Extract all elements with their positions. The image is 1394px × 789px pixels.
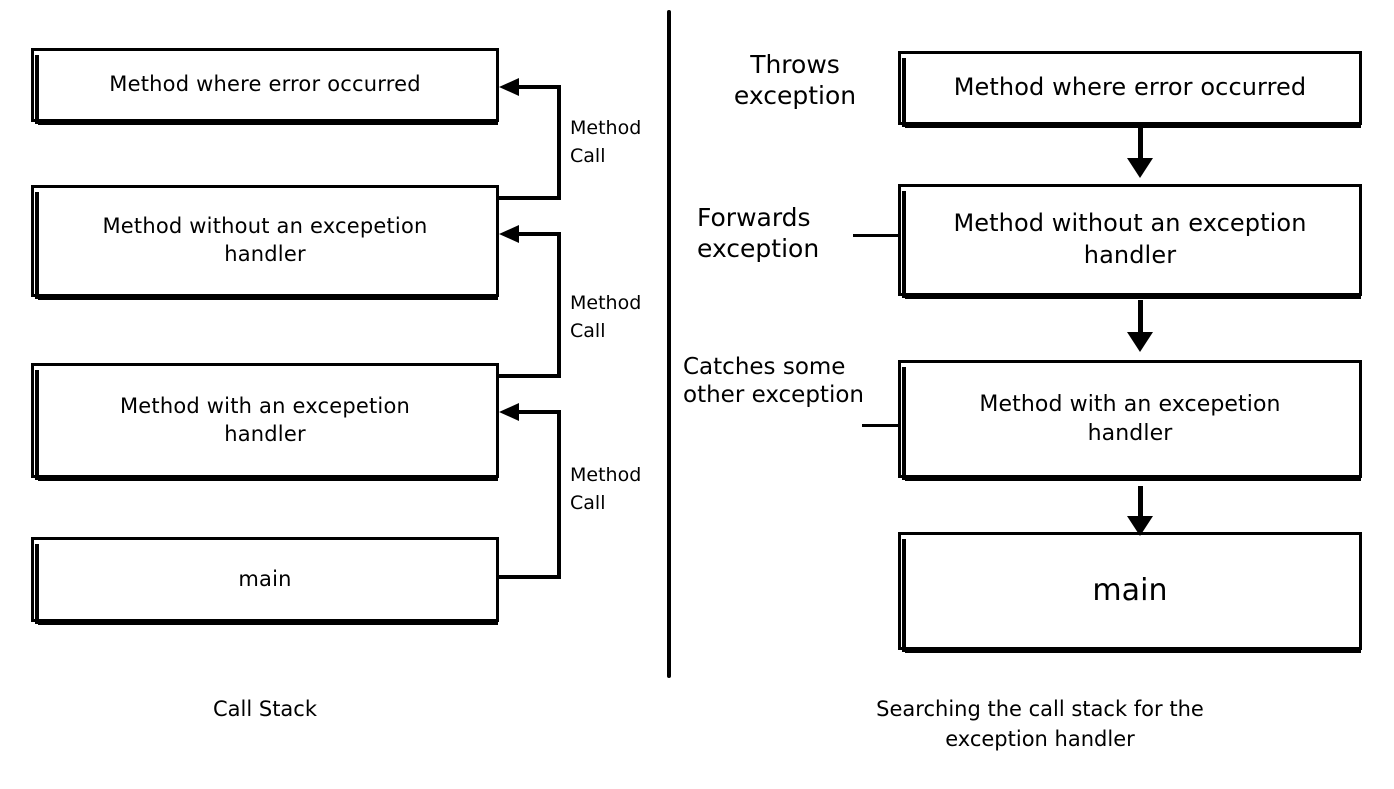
connector-2-vertical (557, 232, 561, 378)
search-frame-method-where-error-occurred: Method where error occurred (898, 51, 1362, 128)
connector-1-horizontal-top (517, 85, 561, 89)
annotation-forwards-exception: Forwards exception (697, 203, 820, 263)
annotation-forwards-connector (853, 234, 899, 237)
arrow-1-to-2-shaft (1138, 128, 1143, 162)
frame-label: Method where error occurred (109, 72, 421, 97)
method-call-label-1: Method Call (570, 117, 642, 167)
search-frame-main: main (898, 532, 1362, 653)
left-panel-caption: Call Stack (212, 697, 317, 721)
frame-label: Method with an excepetion handler (119, 393, 411, 446)
frame-label: Method where error occurred (953, 73, 1307, 102)
annotation-throws-exception: Throws exception (733, 50, 857, 110)
call-stack-frame-method-with-handler: Method with an excepetion handler (31, 363, 499, 481)
arrow-3-to-main-shaft (1138, 486, 1143, 520)
connector-2-arrowhead (499, 225, 519, 243)
connector-1-vertical (557, 85, 561, 200)
call-stack-frame-main: main (31, 537, 499, 625)
arrow-3-to-main-head (1127, 516, 1153, 536)
arrow-2-to-3-head (1127, 332, 1153, 352)
call-stack-frame-method-without-handler: Method without an excepetion handler (31, 185, 499, 300)
connector-2-horizontal-bottom (499, 374, 561, 378)
connector-3-arrowhead (499, 403, 519, 421)
search-frame-method-without-handler: Method without an exception handler (898, 184, 1362, 299)
annotation-catches-other-exception: Catches some other exception (683, 354, 864, 409)
frame-label: main (238, 566, 292, 591)
call-stack-frame-method-where-error-occurred: Method where error occurred (31, 48, 499, 125)
connector-3-horizontal-top (517, 410, 561, 414)
search-frame-method-with-handler: Method with an excepetion handler (898, 360, 1362, 481)
frame-label: Method without an excepetion handler (102, 214, 428, 266)
right-panel-caption: Searching the call stack for the excepti… (876, 697, 1204, 752)
frame-label: Method with an excepetion handler (979, 391, 1281, 446)
method-call-label-2: Method Call (570, 292, 642, 342)
arrow-1-to-2-head (1127, 158, 1153, 178)
connector-1-arrowhead (499, 78, 519, 96)
method-call-label-3: Method Call (570, 464, 642, 514)
connector-2-horizontal-top (517, 232, 561, 236)
connector-3-horizontal-bottom (499, 575, 561, 579)
connector-3-vertical (557, 410, 561, 579)
arrow-2-to-3-shaft (1138, 300, 1143, 336)
frame-label: Method without an exception handler (953, 209, 1307, 269)
annotation-catches-connector (862, 424, 900, 427)
panel-divider (667, 10, 671, 678)
frame-label: main (1092, 573, 1168, 609)
connector-1-horizontal-bottom (499, 196, 561, 200)
